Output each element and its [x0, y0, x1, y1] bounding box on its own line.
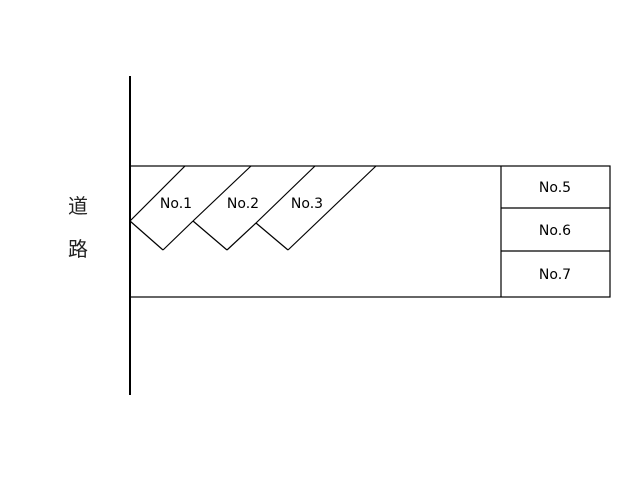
- angled-space-dividers: [129, 165, 377, 251]
- road-label-char-1: 道: [68, 194, 88, 218]
- space-label-no2: No.2: [227, 196, 259, 212]
- space-label-no1: No.1: [160, 196, 192, 212]
- parking-lot-outline: [129, 165, 611, 298]
- divider-1-end: [129, 220, 164, 251]
- divider-3-end: [255, 222, 289, 251]
- road-label-char-2: 路: [68, 237, 88, 261]
- space-label-no3: No.3: [291, 196, 323, 212]
- divider-2-lower: [162, 220, 194, 251]
- divider-3-upper: [255, 165, 316, 224]
- space-label-no6: No.6: [539, 223, 571, 239]
- divider-2-upper: [192, 165, 252, 222]
- stacked-space-dividers: [500, 166, 610, 297]
- space-label-no5: No.5: [539, 180, 571, 196]
- divider-1: [129, 165, 186, 222]
- divider-2-end: [192, 220, 228, 251]
- divider-3-lower: [226, 222, 257, 251]
- space-label-no7: No.7: [539, 267, 571, 283]
- divider-4: [287, 165, 377, 251]
